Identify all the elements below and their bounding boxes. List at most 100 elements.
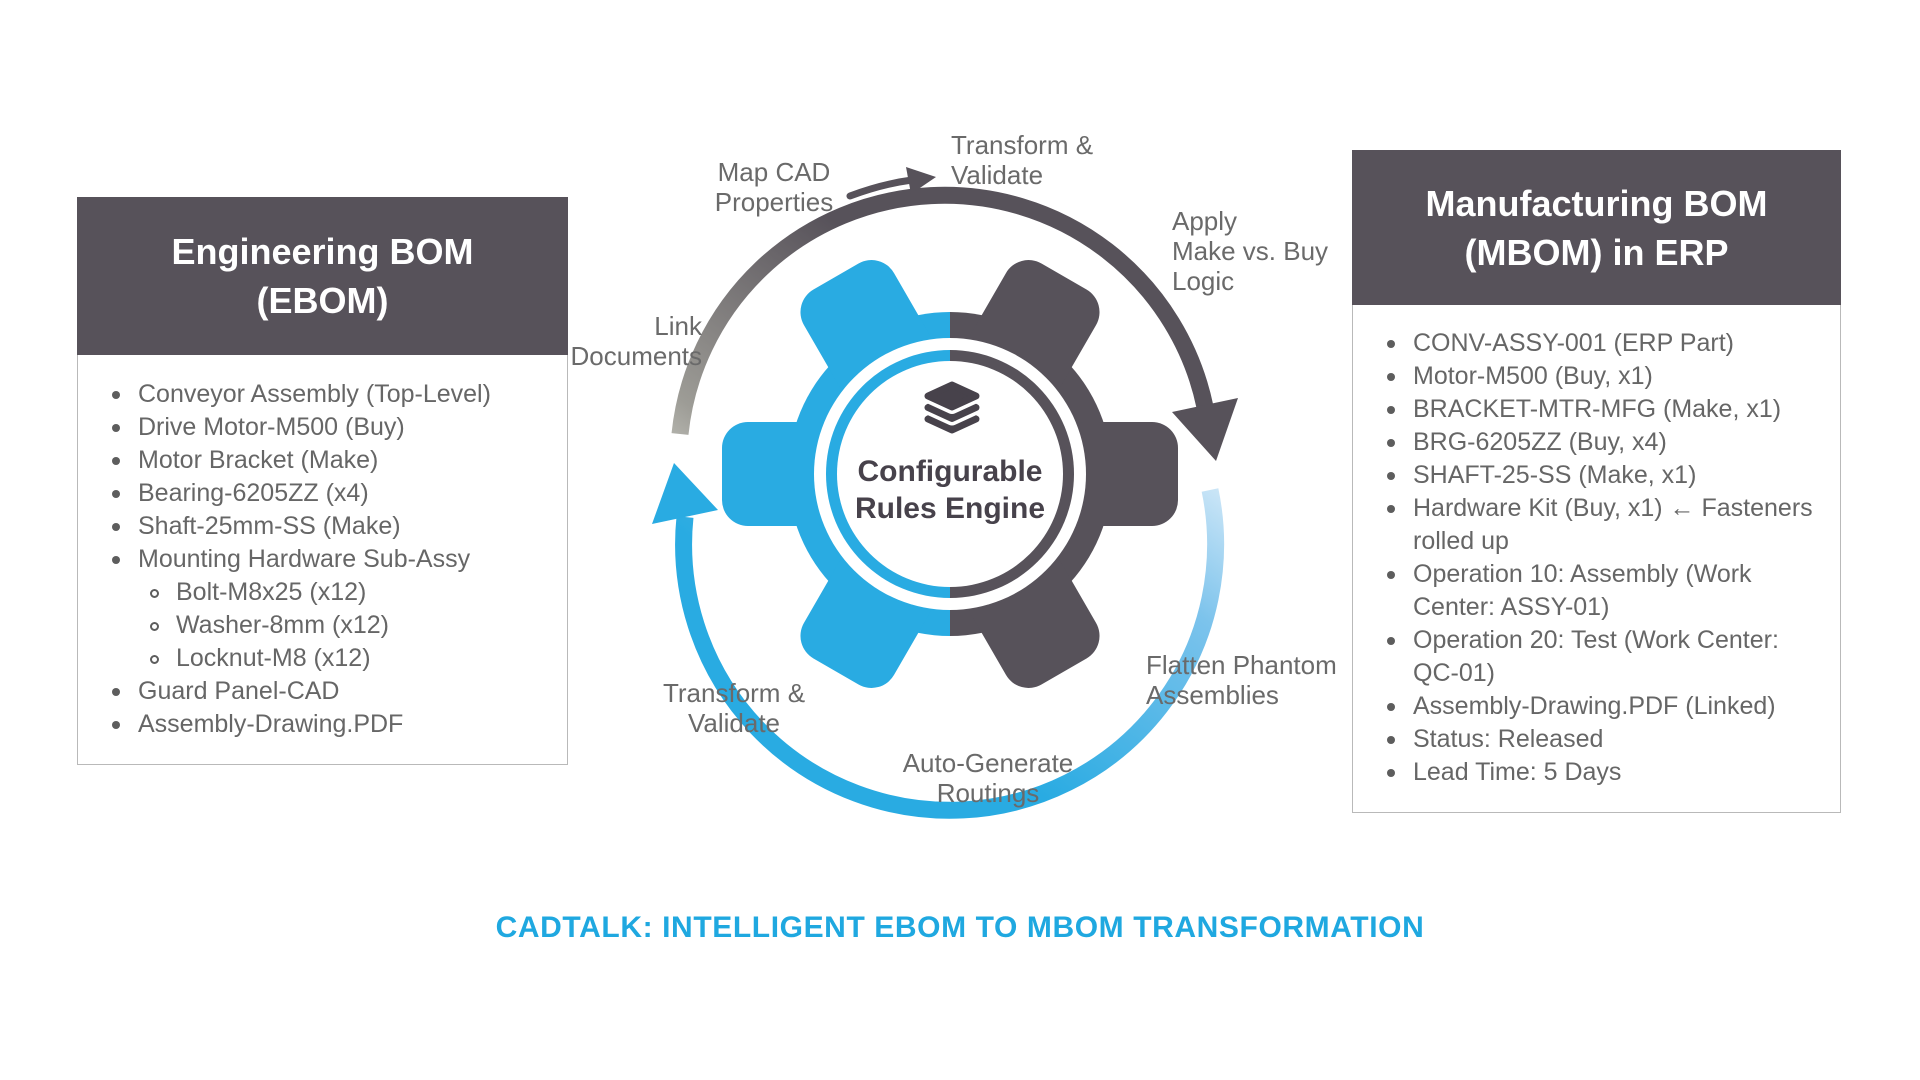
list-item-text: Operation 20: Test (Work Center: QC-01) [1413,626,1779,687]
rules-engine-line2: Rules Engine [854,492,1046,525]
rules-engine-line1: Configurable [857,455,1043,488]
label-line: Map CAD [717,157,831,187]
list-item-text: Hardware Kit (Buy, x1) ← Fasteners rolle… [1413,494,1813,555]
top-cycle-arrow [671,186,1238,461]
bullet-icon [112,688,120,696]
bullet-icon [1387,637,1395,645]
layers-icon [928,385,976,430]
bullet-icon [1387,736,1395,744]
label-line: Link [654,311,702,341]
list-item: Mounting Hardware Sub-Assy [102,543,553,576]
bullet-icon [112,523,120,531]
list-subitem: Washer-8mm (x12) [140,609,553,642]
label-line: Logic [1172,266,1235,296]
list-item-text: Bearing-6205ZZ (x4) [138,479,369,507]
list-item-text: Conveyor Assembly (Top-Level) [138,380,491,408]
bullet-icon [112,457,120,465]
list-item: Guard Panel-CAD [102,675,553,708]
list-item: BRG-6205ZZ (Buy, x4) [1377,426,1826,459]
mbom-item-list: CONV-ASSY-001 (ERP Part) Motor-M500 (Buy… [1377,327,1826,789]
bottom-cycle-arrow [652,463,1225,819]
label-map-cad-properties: Map CAD Properties [688,157,860,217]
bullet-icon [1387,571,1395,579]
caption-title: CADTALK: INTELLIGENT EBOM TO MBOM TRANSF… [495,911,1425,944]
bullet-icon [1387,505,1395,513]
label-line: Assemblies [1146,680,1279,710]
hollow-bullet-icon [150,622,159,631]
list-item-text: Status: Released [1413,725,1604,753]
label-line: Transform & [662,678,806,708]
bullet-icon [1387,373,1395,381]
label-auto-generate-routings: Auto-Generate Routings [888,748,1088,808]
mbom-panel: Manufacturing BOM (MBOM) in ERP CONV-ASS… [1352,150,1841,813]
label-line: Validate [951,160,1044,190]
bullet-icon [1387,472,1395,480]
list-item: Bearing-6205ZZ (x4) [102,477,553,510]
ebom-title-line1: Engineering BOM [171,231,474,272]
bullet-icon [112,391,120,399]
list-item: Status: Released [1377,723,1826,756]
top-cycle-arc [671,186,1214,435]
bullet-icon [112,556,120,564]
list-item-text: Assembly-Drawing.PDF (Linked) [1413,692,1776,720]
split-gear [722,250,1178,698]
mbom-title-line2: (MBOM) in ERP [1464,231,1729,273]
list-item-text: CONV-ASSY-001 (ERP Part) [1413,329,1734,357]
list-item-text: Lead Time: 5 Days [1413,758,1622,786]
label-link-documents: Link Documents [480,311,703,371]
bullet-icon [112,490,120,498]
bullet-icon [112,424,120,432]
list-item-text: Motor Bracket (Make) [138,446,379,474]
list-item: SHAFT-25-SS (Make, x1) [1377,459,1826,492]
list-item-text: Locknut-M8 (x12) [176,644,371,672]
list-item: Assembly-Drawing.PDF (Linked) [1377,690,1826,723]
list-item: Operation 10: Assembly (Work Center: ASS… [1377,558,1826,624]
list-item-text: SHAFT-25-SS (Make, x1) [1413,461,1697,489]
top-arrowhead-icon [1172,398,1238,461]
ebom-title-line2: (EBOM) [256,280,389,321]
label-flatten-phantom-assemblies: Flatten Phantom Assemblies [1146,650,1337,710]
hollow-bullet-icon [150,655,159,664]
bottom-cycle-arc [675,488,1225,819]
bullet-icon [1387,439,1395,447]
label-line: Validate [687,708,781,738]
ebom-panel-header: Engineering BOM (EBOM) [77,197,568,355]
label-line: Flatten Phantom [1146,650,1337,680]
list-item-text: Assembly-Drawing.PDF [138,710,404,738]
bullet-icon [1387,769,1395,777]
list-item: Lead Time: 5 Days [1377,756,1826,789]
label-line: Make vs. Buy [1172,236,1329,266]
ebom-panel: Engineering BOM (EBOM) Conveyor Assembly… [77,197,568,765]
mbom-panel-body: CONV-ASSY-001 (ERP Part) Motor-M500 (Buy… [1352,305,1841,813]
list-item: Motor-M500 (Buy, x1) [1377,360,1826,393]
label-transform-validate-top: Transform & Validate [951,130,1093,190]
list-item: Motor Bracket (Make) [102,444,553,477]
label-line: Auto-Generate [902,748,1074,778]
label-line: Properties [714,187,834,217]
list-item-text: Motor-M500 (Buy, x1) [1413,362,1653,390]
list-item: Shaft-25mm-SS (Make) [102,510,553,543]
label-apply-make-vs-buy-logic: Apply Make vs. Buy Logic [1172,206,1328,296]
map-to-transform-arrow-icon [846,167,936,200]
list-item: Hardware Kit (Buy, x1) ← Fasteners rolle… [1377,492,1826,558]
bullet-icon [1387,406,1395,414]
label-line: Documents [570,341,703,371]
list-subitem: Locknut-M8 (x12) [140,642,553,675]
list-item: Drive Motor-M500 (Buy) [102,411,553,444]
list-item-text: Shaft-25mm-SS (Make) [138,512,401,540]
ebom-panel-body: Conveyor Assembly (Top-Level) Drive Moto… [77,355,568,765]
list-item: Operation 20: Test (Work Center: QC-01) [1377,624,1826,690]
list-item: CONV-ASSY-001 (ERP Part) [1377,327,1826,360]
mbom-panel-header: Manufacturing BOM (MBOM) in ERP [1352,150,1841,305]
list-item-text: Washer-8mm (x12) [176,611,389,639]
list-item-text: BRACKET-MTR-MFG (Make, x1) [1413,395,1782,423]
list-item-text: Bolt-M8x25 (x12) [176,578,367,606]
bullet-icon [112,721,120,729]
list-item-text: BRG-6205ZZ (Buy, x4) [1413,428,1667,456]
bullet-icon [1387,703,1395,711]
label-line: Apply [1172,206,1238,236]
list-item-text: Operation 10: Assembly (Work Center: ASS… [1413,560,1752,621]
list-item: Conveyor Assembly (Top-Level) [102,378,553,411]
